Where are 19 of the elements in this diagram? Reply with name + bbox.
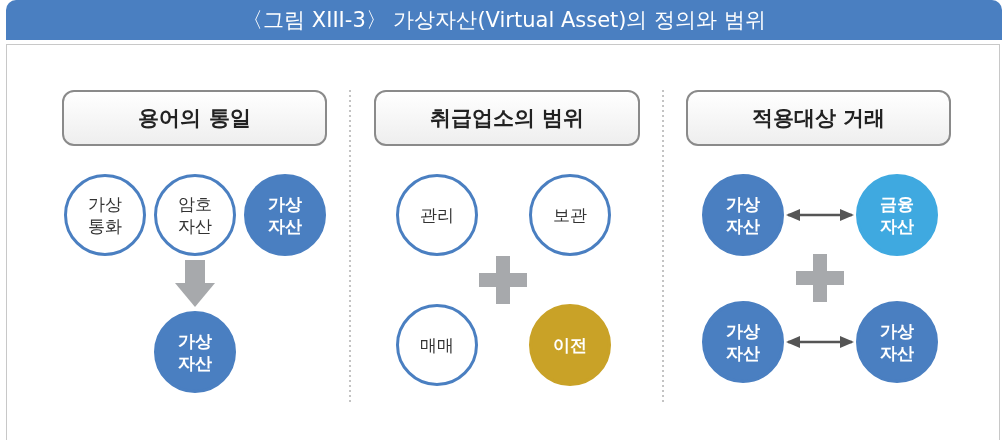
- double-arrow: [786, 209, 854, 221]
- down-arrow: [175, 260, 215, 307]
- term-circle: 가상 통화: [64, 174, 146, 256]
- term-circle: 금융 자산: [856, 174, 938, 256]
- term-circle: 관리: [396, 174, 478, 256]
- term-circle: 매매: [396, 304, 478, 386]
- term-circle: 가상 자산: [244, 174, 326, 256]
- title-bar: 〈그림 XIII-3〉 가상자산(Virtual Asset)의 정의와 범위: [6, 0, 1002, 40]
- term-circle: 가상 자산: [856, 301, 938, 383]
- term-circle: 가상 자산: [702, 174, 784, 256]
- heading-box: 용어의 통일: [62, 90, 327, 146]
- term-circle: 보관: [529, 174, 611, 256]
- term-circle: 이전: [529, 304, 611, 386]
- heading-box: 적용대상 거래: [686, 90, 951, 146]
- term-circle: 가상 자산: [702, 301, 784, 383]
- double-arrow: [786, 336, 854, 348]
- heading-box: 취급업소의 범위: [374, 90, 640, 146]
- term-circle: 암호 자산: [154, 174, 236, 256]
- term-circle: 가상 자산: [154, 311, 236, 393]
